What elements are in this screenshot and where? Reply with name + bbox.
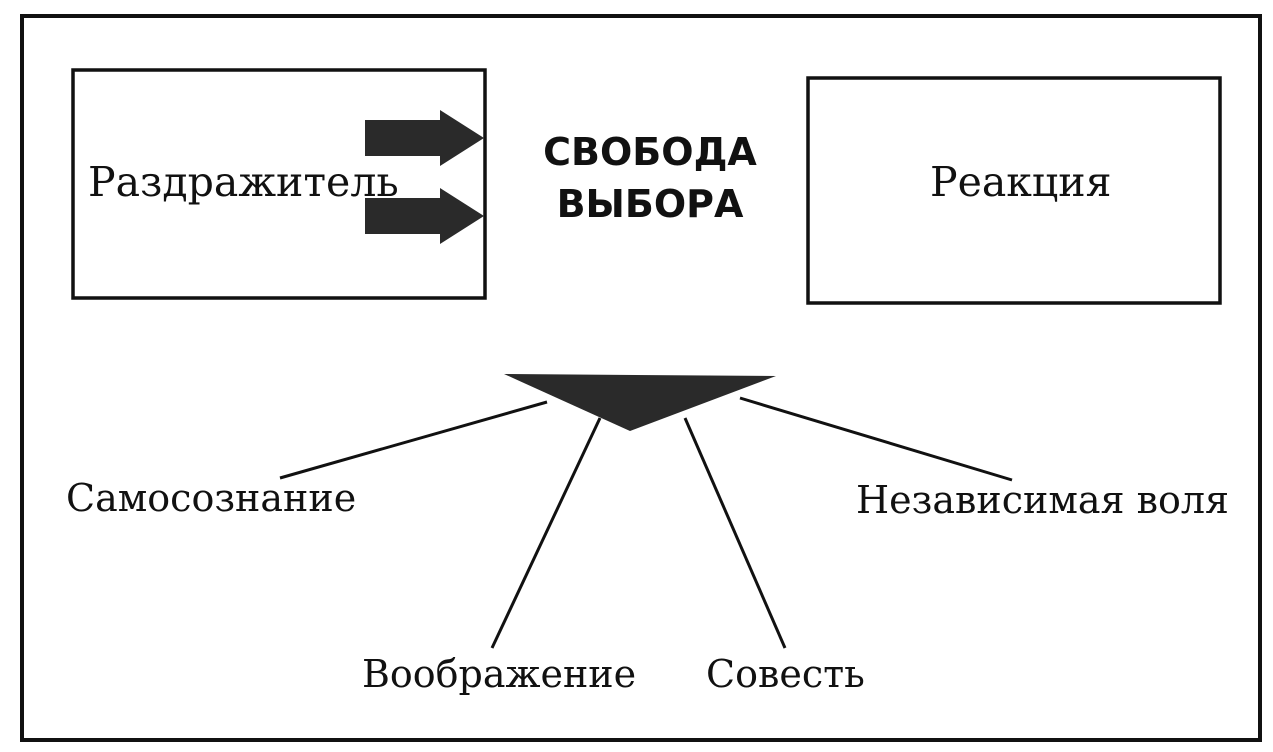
connector-imagination [490, 417, 602, 649]
response-label: Реакция [930, 158, 1112, 206]
center-title-line1: СВОБОДА [543, 130, 757, 174]
stimulus-label: Раздражитель [88, 158, 399, 206]
response-box [806, 76, 1222, 305]
center-title-line2: ВЫБОРА [556, 182, 744, 226]
connector-independent-will [739, 396, 1013, 482]
choice-triangle [504, 374, 776, 431]
factor-imagination: Воображение [362, 652, 637, 696]
arrow-right-icon-1 [365, 110, 484, 166]
connector-conscience [683, 417, 787, 649]
factor-conscience: Совесть [706, 652, 865, 696]
factor-self-awareness: Самосознание [66, 476, 357, 520]
connector-self-awareness [279, 400, 548, 480]
arrow-right-icon-2 [365, 188, 484, 244]
outer-frame [20, 14, 1262, 742]
center-title: СВОБОДА ВЫБОРА [520, 126, 780, 230]
factor-independent-will: Независимая воля [856, 478, 1229, 522]
stimulus-box [71, 68, 487, 300]
